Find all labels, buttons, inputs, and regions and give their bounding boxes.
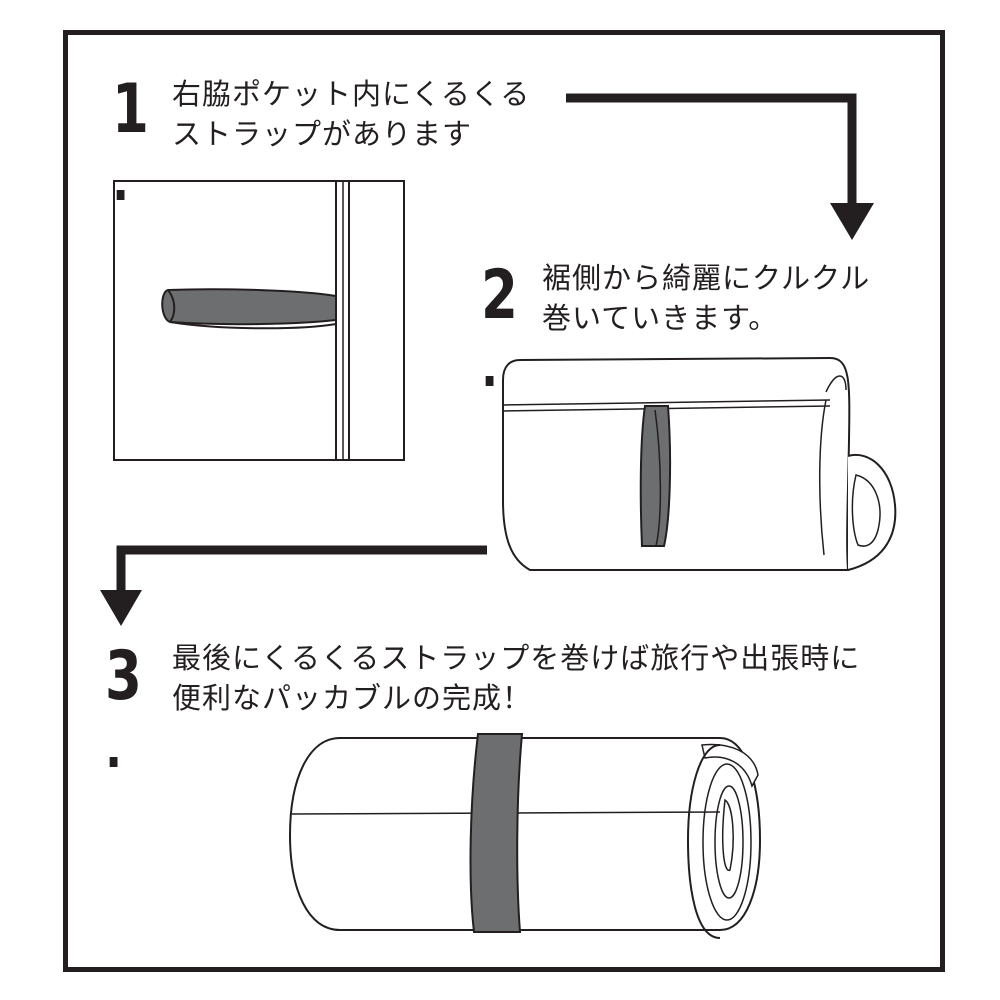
- pocket-strap-illustration: [113, 180, 405, 461]
- step-dot: [109, 757, 118, 767]
- step-number-text: 2: [481, 256, 518, 335]
- outer-frame: [63, 30, 945, 972]
- step-description: 裾側から綺麗にクルクル 巻いていきます。: [542, 258, 870, 338]
- step-line-2: ストラップがあります: [172, 117, 473, 151]
- step-line-2: 便利なパッカブルの完成！: [172, 681, 533, 715]
- jacket-rolling-illustration: [502, 356, 897, 571]
- step-dot: [485, 376, 494, 386]
- step-dot: [116, 190, 125, 200]
- step-number: 2: [481, 262, 518, 398]
- step-description: 右脇ポケット内にくるくる ストラップがあります: [172, 74, 530, 154]
- rolled-packable-illustration: [288, 733, 762, 939]
- step-line-1: 裾側から綺麗にクルクル: [542, 261, 871, 295]
- arrow-right-down-icon: [566, 93, 874, 240]
- step-description: 最後にくるくるストラップを巻けば旅行や出張時に 便利なパッカブルの完成！: [172, 638, 860, 718]
- step-line-1: 右脇ポケット内にくるくる: [172, 77, 531, 111]
- step-number-text: 3: [105, 637, 142, 716]
- step-number: 1: [112, 76, 149, 212]
- step-number-text: 1: [112, 70, 149, 149]
- arrow-left-down-icon: [100, 545, 487, 626]
- step-line-1: 最後にくるくるストラップを巻けば旅行や出張時に: [172, 641, 861, 675]
- step-number: 3: [105, 643, 142, 779]
- step-line-2: 巻いていきます。: [542, 301, 779, 335]
